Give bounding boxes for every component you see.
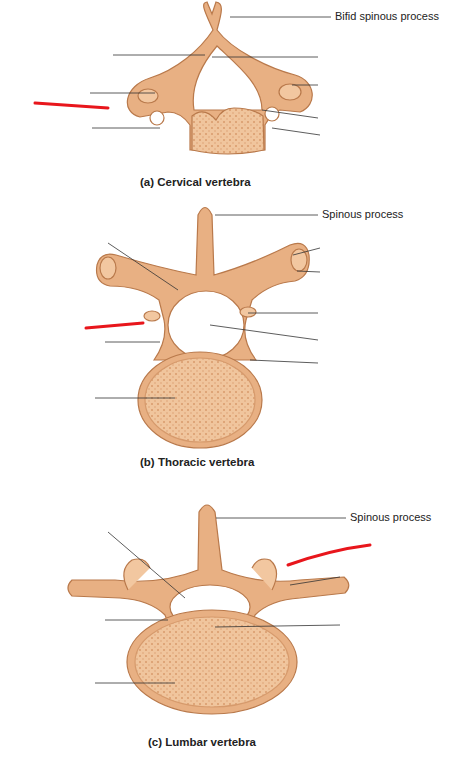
part-label: Spinous process bbox=[350, 511, 431, 524]
figure-caption: (c) Lumbar vertebra bbox=[148, 736, 256, 750]
part-label: Spinous process bbox=[322, 208, 403, 221]
figure-caption: (b) Thoracic vertebra bbox=[140, 456, 254, 470]
figure-caption: (a) Cervical vertebra bbox=[140, 176, 251, 190]
part-label: Bifid spinous process bbox=[335, 10, 439, 23]
